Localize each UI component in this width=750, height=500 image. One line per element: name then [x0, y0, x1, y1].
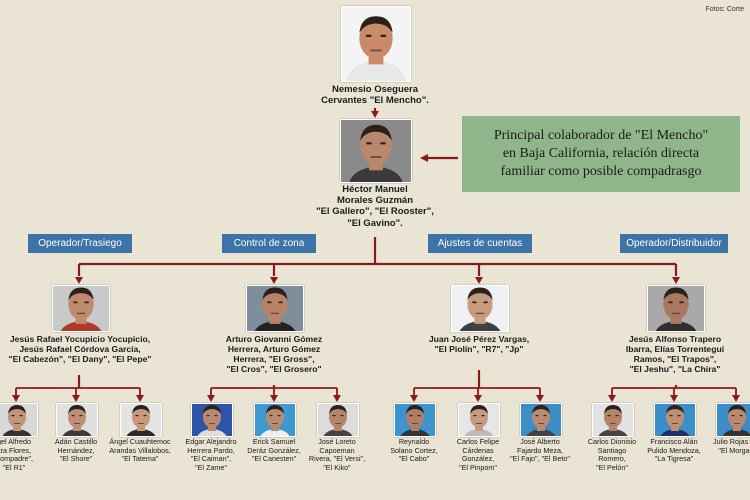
name-leader-4: Jesús Alfonso Trapero Ibarra, Elías Torr… [625, 334, 725, 375]
portrait-sub-5 [254, 403, 296, 437]
photo-credit: Fotos: Corte [705, 6, 744, 13]
arrow-head-icon [608, 395, 616, 402]
arrow-head-icon [474, 395, 482, 402]
role-label-ajustes-de-cuentas: Ajustes de cuentas [428, 234, 532, 253]
portrait-sub-12 [716, 403, 750, 437]
portrait-sub-2 [56, 403, 98, 437]
name-second: Héctor Manuel Morales Guzmán "El Gallero… [316, 184, 434, 229]
arrow-head-icon [410, 395, 418, 402]
arrow-head-icon [333, 395, 341, 402]
callout-box: Principal colaborador de "El Mencho" en … [462, 116, 740, 192]
arrow-head-icon [536, 395, 544, 402]
portrait-leader-3 [451, 285, 509, 332]
portrait-leader-1 [52, 285, 110, 332]
arrow-head-icon [732, 395, 740, 402]
portrait-sub-7 [394, 403, 436, 437]
arrow-head-icon [270, 395, 278, 402]
arrow-head-icon [475, 277, 483, 284]
arrow-head-icon [136, 395, 144, 402]
name-top-boss: Nemesio Oseguera Cervantes "El Mencho". [321, 84, 429, 107]
arrow-head-icon [672, 277, 680, 284]
arrow-head-icon [75, 277, 83, 284]
name-sub-12: Julio Rojas S"El Morga [713, 437, 750, 455]
role-label-control-de-zona: Control de zona [222, 234, 316, 253]
portrait-sub-9 [520, 403, 562, 437]
portrait-top-boss [341, 6, 411, 82]
arrow-head-icon [270, 277, 278, 284]
portrait-sub-11 [654, 403, 696, 437]
portrait-leader-2 [246, 285, 304, 332]
arrow-left-icon [420, 154, 428, 162]
portrait-sub-6 [317, 403, 359, 437]
name-leader-3: Juan José Pérez Vargas, "El Piolín", "R7… [428, 334, 530, 355]
role-label-operador-distribuidor: Operador/Distribuidor [620, 234, 728, 253]
arrow-head-icon [207, 395, 215, 402]
portrait-sub-4 [191, 403, 233, 437]
portrait-sub-3 [120, 403, 162, 437]
portrait-second [340, 119, 412, 183]
arrow-head-icon [670, 395, 678, 402]
portrait-sub-8 [458, 403, 500, 437]
name-leader-2: Arturo Giovanni Gómez Herrera, Arturo Gó… [225, 334, 323, 375]
portrait-leader-4 [647, 285, 705, 332]
name-leader-1: Jesús Rafael Yocupicio Yocupicio, Jesús … [8, 334, 152, 365]
arrow-head-icon [371, 111, 379, 118]
portrait-sub-1 [0, 403, 38, 437]
arrow-head-icon [12, 395, 20, 402]
arrow-head-icon [72, 395, 80, 402]
portrait-sub-10 [592, 403, 634, 437]
role-label-operador-trasiego: Operador/Trasiego [28, 234, 132, 253]
